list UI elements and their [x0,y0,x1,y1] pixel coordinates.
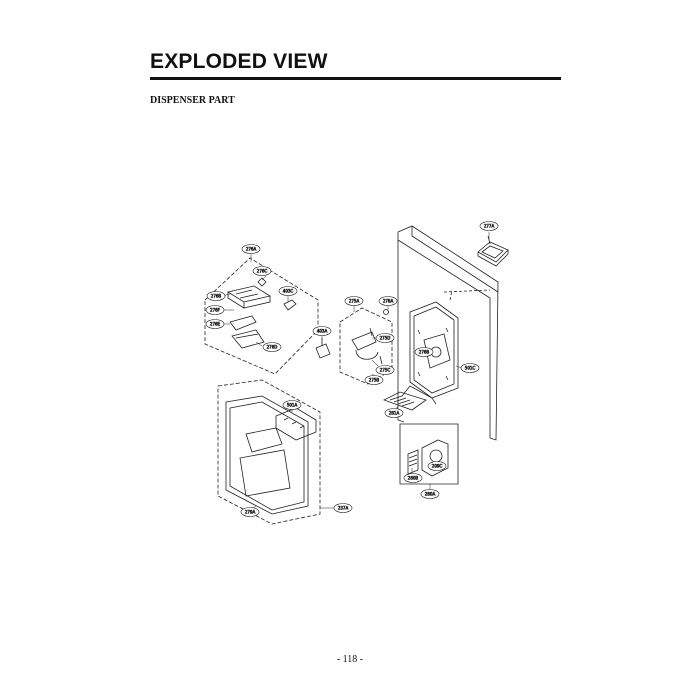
callout-276A: 276A [241,244,261,254]
callout-275C: 275C [375,365,395,375]
callout-275B: 275B [364,375,384,385]
part-277A-cap [477,235,509,267]
callout-275D: 275D [375,333,395,343]
svg-text:237A: 237A [338,506,349,511]
part-237A-front-assembly [217,379,321,525]
callout-403C: 403C [278,286,298,296]
svg-text:275D: 275D [380,336,391,341]
page-title: EXPLODED VIEW [150,50,328,73]
svg-text:403C: 403C [283,289,294,294]
svg-text:275A: 275A [349,299,360,304]
svg-text:276E: 276E [210,322,221,327]
title-rule [150,77,561,80]
svg-text:278A: 278A [383,299,394,304]
callout-276C: 276C [252,266,272,276]
callout-279A: 279A [240,507,260,517]
svg-text:275B: 275B [369,378,380,383]
callout-276E: 276E [205,319,225,329]
callout-237A: 237A [333,503,353,513]
part-403A-switch [315,338,331,359]
callout-281A: 281A [384,408,404,418]
svg-text:209C: 209C [432,464,443,469]
page-number: - 118 - [336,654,364,665]
svg-text:281A: 281A [389,411,400,416]
callout-276B-2: 276B [414,347,434,357]
callout-403A: 403A [312,326,332,336]
svg-text:403A: 403A [317,329,328,334]
svg-text:501A: 501A [287,403,298,408]
callout-278A: 278A [378,296,398,306]
svg-text:276F: 276F [210,308,221,313]
callout-501C: 501C [460,363,480,373]
svg-text:276B: 276B [211,294,222,299]
door-panel [397,225,499,441]
svg-text:279A: 279A [245,510,256,515]
svg-text:501C: 501C [465,366,476,371]
svg-text:276A: 276A [246,247,257,252]
svg-text:276D: 276D [267,345,278,350]
svg-text:276B: 276B [419,350,430,355]
svg-text:280A: 280A [425,492,436,497]
svg-text:277A: 277A [484,224,495,229]
callout-276D: 276D [262,342,282,352]
callout-280B: 280B [403,473,423,483]
callout-209C: 209C [427,461,447,471]
part-275A-group [339,307,393,385]
svg-text:280B: 280B [408,476,419,481]
part-281A-grille [382,391,427,411]
callout-labels: 277A 276A 276C 403C 276B 276F 276E 276D … [205,221,499,517]
callout-276B: 276B [206,291,226,301]
callout-277A: 277A [479,221,499,231]
callout-280A: 280A [420,489,440,499]
callout-276F: 276F [205,305,225,315]
callout-501A: 501A [282,400,302,410]
section-heading: DISPENSER PART [150,95,235,106]
svg-text:276C: 276C [257,269,268,274]
callout-275A: 275A [344,296,364,306]
svg-text:275C: 275C [380,368,391,373]
part-280A-box [399,423,459,485]
